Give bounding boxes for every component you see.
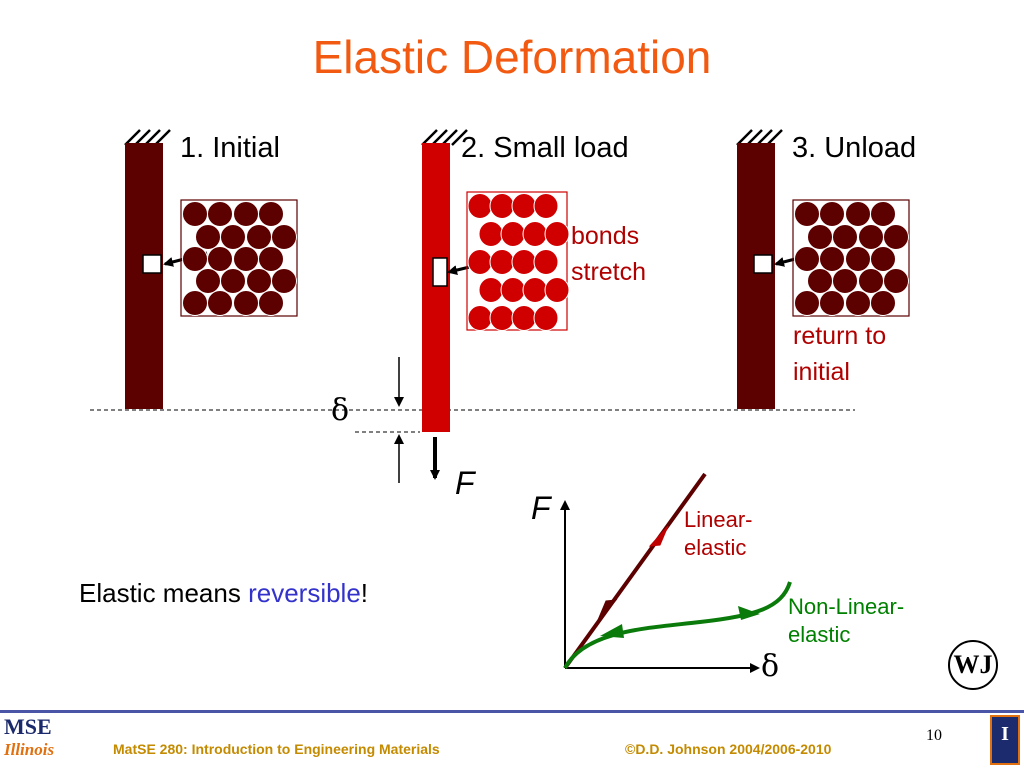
bar-loaded [422,143,450,432]
mse-illinois-logo: MSE Illinois [4,714,74,768]
marker-square-3 [753,254,773,274]
linear-elastic-line [563,472,707,670]
lattice-atoms-2 [467,193,570,331]
footer-divider [0,710,1024,713]
marker-square-2 [432,257,448,287]
wiley-seal-logo: WJ [948,640,998,690]
stage-3-label: 3. Unload [792,132,917,164]
return-note-line2: initial [793,358,850,386]
stage-2-label: 2. Small load [461,132,629,164]
page-number: 10 [926,727,942,744]
stage-1-label: 1. Initial [180,132,280,164]
nonlinear-elastic-curve [563,581,792,669]
uiuc-block-i-logo: I [990,715,1020,765]
footer-course: MatSE 280: Introduction to Engineering M… [113,741,440,757]
elastic-statement: Elastic means reversible! [79,578,368,609]
bonds-note: bonds stretch [571,218,646,290]
bonds-note-line1: bonds [571,222,640,250]
stage-3-group [736,129,910,409]
statement-prefix: Elastic means [79,578,249,608]
nonlinear-right-arrowhead [738,606,760,620]
return-note: return to initial [793,318,886,390]
nonlinear-elastic-label: Non-Linear- elastic [788,593,904,649]
nonlinear-elastic-line1: Non-Linear- [788,594,905,619]
graph-x-label: δ [761,649,780,684]
footer-copyright: ©D.D. Johnson 2004/2006-2010 [625,741,832,757]
illinois-logo-text: Illinois [4,740,55,759]
stage-1-group [124,129,298,409]
statement-suffix: ! [360,578,369,608]
linear-elastic-line1: Linear- [684,507,753,532]
lattice-atoms-3 [794,201,909,316]
graph-y-label: F [531,490,551,526]
linear-up-arrowhead [648,525,669,547]
nonlinear-left-arrowhead [600,624,624,638]
delta-label: δ [331,393,350,428]
linear-elastic-label: Linear- elastic [684,506,752,562]
marker-square-1 [142,254,162,274]
wall-hatch-1 [124,129,171,146]
bar-initial [125,143,163,409]
lattice-atoms-1 [182,201,297,316]
linear-elastic-line2: elastic [684,535,747,560]
force-deflection-graph [560,472,792,673]
wall-hatch-2 [421,129,468,146]
lattice-box-1 [180,199,298,317]
slide-title: Elastic Deformation [312,31,712,83]
wall-hatch-3 [736,129,783,146]
lattice-box-2 [466,191,568,331]
bonds-note-line2: stretch [571,258,647,286]
mse-logo-text: MSE [4,714,52,739]
return-note-line1: return to [793,322,887,350]
statement-highlight: reversible [248,578,361,608]
lattice-box-3 [792,199,910,317]
linear-down-arrowhead [597,599,618,621]
bar-unloaded [737,143,775,409]
nonlinear-elastic-line2: elastic [788,622,851,647]
stage-2-group [394,129,570,483]
force-label: F [455,465,475,501]
